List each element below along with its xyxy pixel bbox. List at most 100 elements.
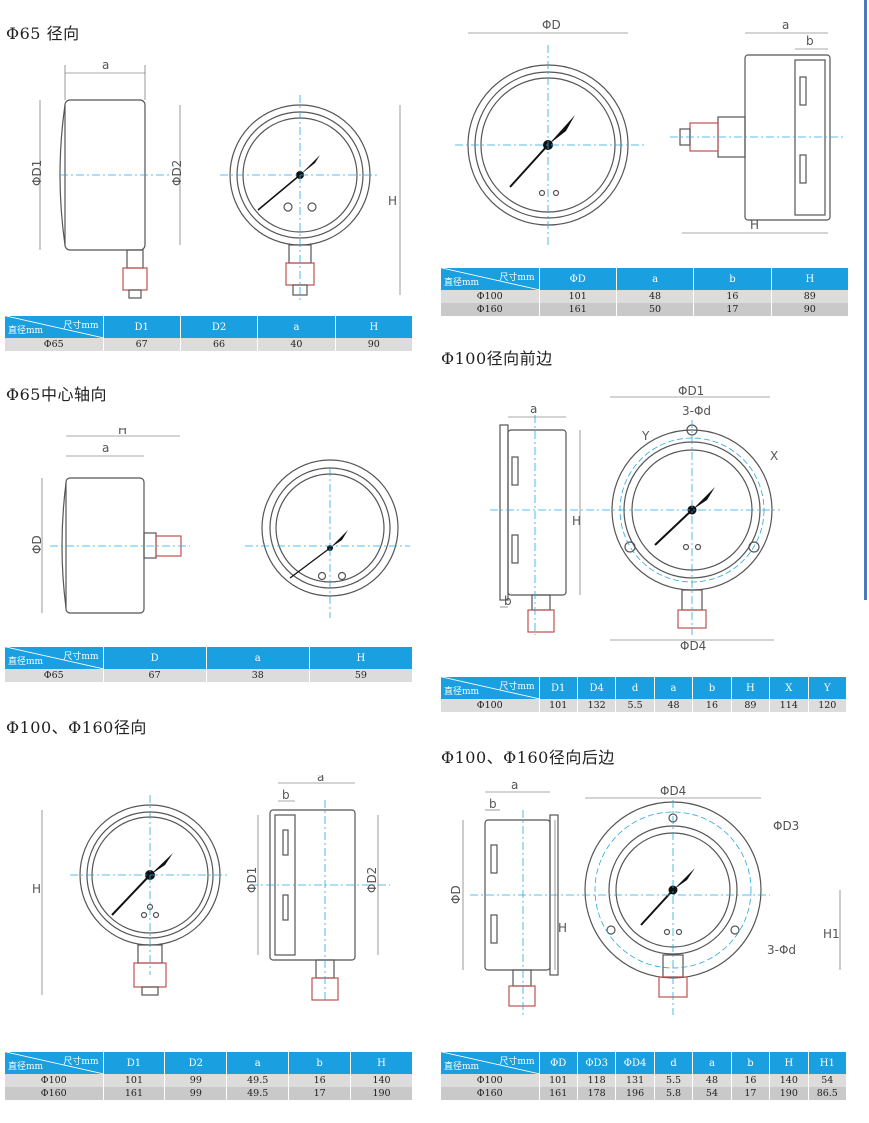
col-header: D1 — [103, 1052, 166, 1074]
col-header: a — [226, 1052, 290, 1074]
cell: 67 — [103, 338, 181, 351]
col-header: Y — [808, 677, 848, 699]
cell: 86.5 — [808, 1087, 848, 1100]
cell: 40 — [257, 338, 336, 351]
title-phi65-radial: Φ65 径向 — [6, 24, 80, 43]
col-header: D2 — [180, 316, 259, 338]
cell: 178 — [577, 1087, 617, 1100]
col-header: a — [206, 647, 310, 669]
cell: 50 — [616, 303, 695, 316]
cell: 118 — [577, 1074, 617, 1087]
col-header: H — [350, 1052, 413, 1074]
col-header: D1 — [103, 316, 181, 338]
cell: 67 — [103, 669, 207, 682]
dim-b-rear: b — [489, 797, 497, 811]
dim-d1: ΦD1 — [30, 160, 44, 186]
col-header: d — [615, 677, 655, 699]
cell: 54 — [808, 1074, 848, 1087]
col-header: a — [692, 1052, 732, 1074]
cell: 49.5 — [226, 1074, 290, 1087]
corner-top-label: 尺寸mm — [63, 1057, 99, 1067]
cell: 161 — [103, 1087, 166, 1100]
corner-bottom-label: 直径mm — [8, 657, 44, 667]
dim-a-axial: a — [102, 441, 109, 455]
col-header: H — [771, 268, 850, 290]
cell: 161 — [539, 1087, 578, 1100]
cell: 89 — [731, 699, 771, 712]
cell: Φ160 — [441, 1087, 540, 1100]
corner-top-label: 尺寸mm — [499, 682, 535, 692]
drawing-phi65-axial: H a ΦD — [30, 428, 410, 628]
corner-top-label: 尺寸mm — [499, 1057, 535, 1067]
col-header: b — [692, 677, 732, 699]
dim-y-front: Y — [641, 429, 650, 443]
table-corner: 尺寸mm 直径mm — [5, 647, 104, 669]
cell: 140 — [769, 1074, 809, 1087]
cell: 49.5 — [226, 1087, 290, 1100]
corner-top-label: 尺寸mm — [63, 652, 99, 662]
col-header: ΦD — [539, 268, 617, 290]
cell: 17 — [288, 1087, 352, 1100]
cell: 16 — [288, 1074, 352, 1087]
cell: 16 — [693, 290, 772, 303]
table-corner: 尺寸mm 直径mm — [441, 1052, 540, 1074]
corner-top-label: 尺寸mm — [63, 321, 99, 331]
col-header: H — [769, 1052, 809, 1074]
dim-d1-r: ΦD1 — [245, 867, 259, 893]
corner-bottom-label: 直径mm — [8, 1062, 44, 1072]
cell: 90 — [771, 303, 850, 316]
cell: 59 — [309, 669, 414, 682]
dim-d2: ΦD2 — [170, 160, 184, 186]
dim-d-axial: ΦD — [30, 535, 44, 554]
col-header: D1 — [539, 677, 578, 699]
cell: Φ100 — [441, 290, 540, 303]
cell: Φ100 — [441, 1074, 540, 1087]
dim-h-front: H — [572, 514, 581, 528]
cell: 16 — [731, 1074, 771, 1087]
cell: 48 — [654, 699, 694, 712]
col-header: a — [616, 268, 695, 290]
cell: 161 — [539, 303, 617, 316]
cell: 5.8 — [654, 1087, 694, 1100]
cell: 196 — [615, 1087, 655, 1100]
dim-phid: ΦD — [542, 18, 561, 32]
col-header: b — [693, 268, 772, 290]
page-edge-rule — [864, 0, 867, 600]
cell: 99 — [164, 1087, 228, 1100]
cell: 16 — [692, 699, 732, 712]
cell: 120 — [808, 699, 848, 712]
dim-b-front: b — [504, 594, 512, 608]
dim-a-front: a — [530, 402, 537, 416]
col-header: D4 — [577, 677, 617, 699]
corner-top-label: 尺寸mm — [499, 273, 535, 283]
cell: 54 — [692, 1087, 732, 1100]
col-header: ΦD3 — [577, 1052, 617, 1074]
cell: Φ100 — [441, 699, 540, 712]
cell: 99 — [164, 1074, 228, 1087]
cell: 90 — [335, 338, 414, 351]
dim-d-rear: ΦD — [449, 885, 463, 904]
col-header: D — [103, 647, 207, 669]
dim-a-r: a — [317, 775, 324, 784]
corner-bottom-label: 直径mm — [444, 1062, 480, 1072]
dim-a: a — [102, 58, 109, 72]
cell: 66 — [180, 338, 259, 351]
cell: 114 — [769, 699, 809, 712]
dim-a-rear: a — [511, 780, 518, 792]
cell: 101 — [103, 1074, 166, 1087]
dim-h-rear: H — [558, 921, 567, 935]
cell: 132 — [577, 699, 617, 712]
dim-a-phid: a — [782, 18, 789, 32]
